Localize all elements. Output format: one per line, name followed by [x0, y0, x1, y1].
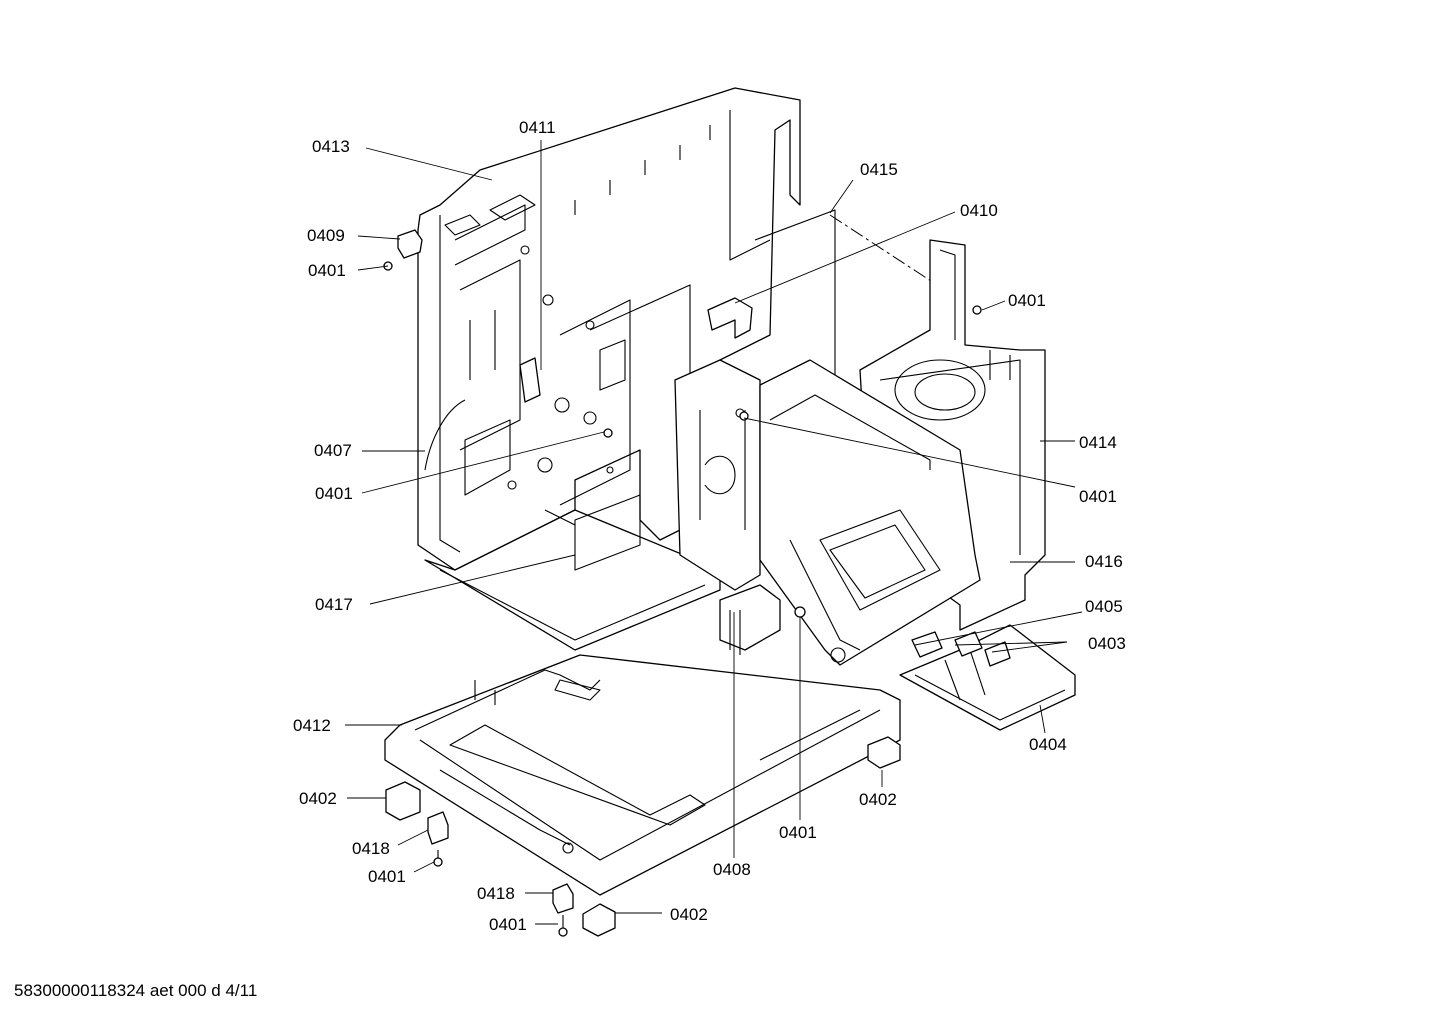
callout-0408: 0408 [713, 860, 751, 879]
callout-0418: 0418 [352, 839, 390, 858]
parts-drawing [383, 87, 1076, 937]
callout-0416: 0416 [1085, 552, 1123, 571]
central-unit [674, 359, 981, 666]
callout-0415: 0415 [860, 160, 898, 179]
bottom-frame [384, 654, 901, 896]
callout-0412: 0412 [293, 716, 331, 735]
callout-0407: 0407 [314, 441, 352, 460]
callout-0417: 0417 [315, 595, 353, 614]
callout-0410: 0410 [960, 201, 998, 220]
callout-0401: 0401 [308, 261, 346, 280]
callout-0401: 0401 [779, 823, 817, 842]
callout-0413: 0413 [312, 137, 350, 156]
leader-lines [345, 140, 1083, 925]
callout-0402: 0402 [299, 789, 337, 808]
callout-0404: 0404 [1029, 735, 1067, 754]
callout-0402: 0402 [670, 905, 708, 924]
rear-frame-housing [417, 87, 801, 571]
callout-0401: 0401 [315, 484, 353, 503]
callout-labels: 0413 0411 0415 0410 0409 0401 0401 0414 … [293, 118, 1126, 934]
clip-part [707, 297, 753, 339]
callout-0401: 0401 [489, 915, 527, 934]
small-clips [911, 631, 1011, 667]
callout-0401: 0401 [1079, 487, 1117, 506]
callout-0401: 0401 [368, 867, 406, 886]
bracket-and-rod [424, 357, 541, 471]
feet-and-pads [385, 229, 901, 937]
callout-0418: 0418 [477, 884, 515, 903]
callout-0414: 0414 [1079, 433, 1117, 452]
callout-0405: 0405 [1085, 597, 1123, 616]
callout-0411: 0411 [519, 118, 556, 137]
callout-0402: 0402 [859, 790, 897, 809]
callout-0401: 0401 [1008, 291, 1046, 310]
switch-bracket [719, 584, 781, 655]
callout-0403: 0403 [1088, 634, 1126, 653]
callout-0409: 0409 [307, 226, 345, 245]
drawing-code: 58300000118324 aet 000 d 4/11 [14, 981, 258, 1000]
